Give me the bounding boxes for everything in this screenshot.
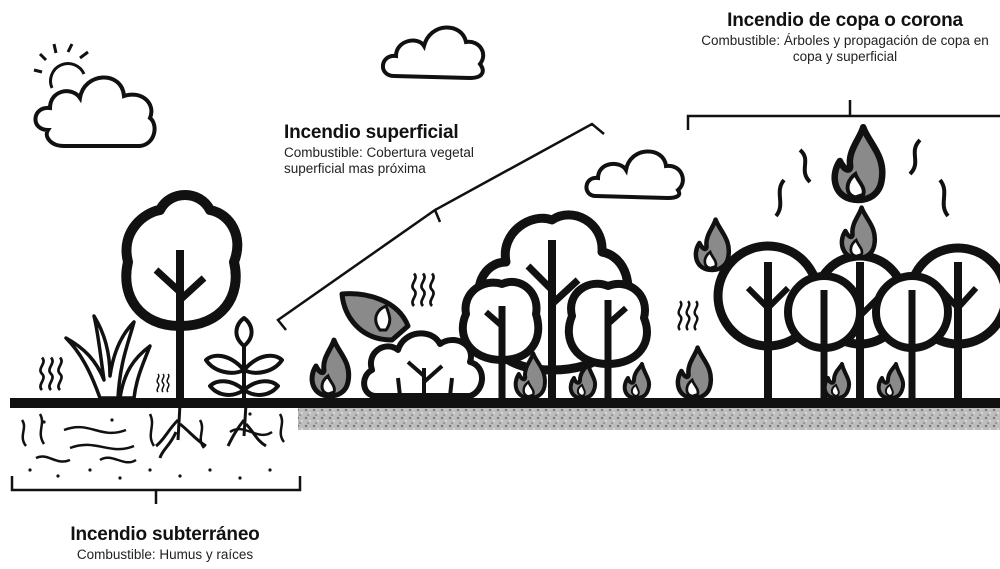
flame-icon — [312, 340, 349, 396]
bracket-icon — [276, 122, 605, 331]
flame-icon — [678, 348, 711, 398]
grass-icon — [64, 314, 152, 400]
heat-wave-icon — [156, 373, 170, 393]
bracket-icon — [686, 100, 1000, 130]
bracket-icon — [10, 476, 302, 504]
flame-icon — [876, 362, 906, 400]
heat-wave-icon — [411, 272, 435, 308]
flame-icon — [842, 208, 875, 258]
label-fuel: Combustible: Cobertura vegetal superfici… — [284, 144, 474, 176]
label-title: Incendio de copa o corona — [727, 10, 963, 31]
bush-icon — [361, 330, 485, 399]
label-title: Incendio subterráneo — [70, 524, 260, 545]
sun-icon — [33, 43, 89, 89]
label-title: Incendio superficial — [284, 122, 459, 143]
root-icon — [155, 403, 267, 459]
label-crown: Incendio de copa o corona Combustible: Á… — [690, 10, 1000, 65]
label-fuel: Combustible: Humus y raíces — [76, 546, 254, 562]
flame-icon — [696, 220, 729, 270]
tree-icon — [564, 279, 651, 404]
flame-icon — [822, 362, 852, 400]
tree-icon — [458, 278, 543, 404]
plant-icon — [204, 316, 284, 404]
soil-region — [20, 403, 286, 480]
label-fuel: Combustible: Árboles y propagación de co… — [701, 32, 989, 64]
heat-wave-icon — [774, 138, 950, 218]
tree-icon — [121, 190, 243, 404]
cloud-icon — [584, 149, 685, 201]
flame-icon — [835, 127, 883, 200]
cloud-icon — [33, 75, 157, 148]
surface-gravel — [298, 408, 1000, 430]
heat-wave-icon — [677, 300, 699, 332]
label-subterranean: Incendio subterráneo Combustible: Humus … — [20, 524, 310, 563]
flame-icon — [622, 362, 652, 400]
burning-leaf-icon — [339, 291, 411, 343]
label-surface: Incendio superficial Combustible: Cobert… — [284, 122, 504, 177]
tree-icon — [872, 272, 952, 404]
heat-wave-icon — [39, 356, 63, 392]
cloud-icon — [381, 25, 486, 81]
